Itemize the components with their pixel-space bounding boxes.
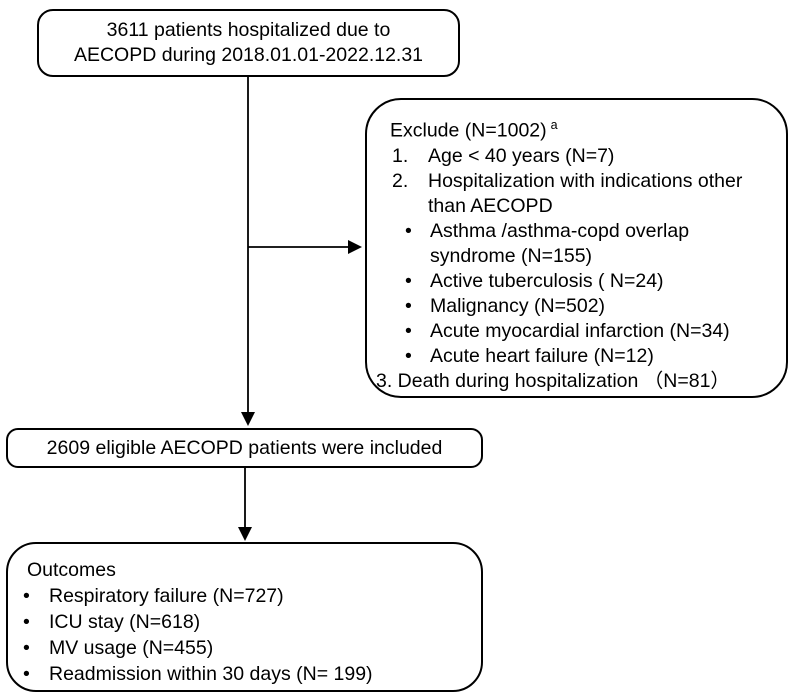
- footnote-marker: a: [550, 118, 558, 132]
- bullet-icon: •: [405, 344, 412, 367]
- box-hospitalized-patients: 3611 patients hospitalized due to AECOPD…: [37, 9, 460, 77]
- outcomes-bullet-item: • ICU stay (N=618): [23, 609, 471, 635]
- exclude-item-2: 2. Hospitalization with indications othe…: [392, 169, 778, 219]
- exclude-bullet-item: • Acute myocardial infarction (N=34): [405, 319, 778, 344]
- exclude-bullet-5-text: Acute heart failure (N=12): [430, 344, 654, 367]
- exclude-bullet-1-text: Asthma /asthma-copd overlap syndrome (N=…: [430, 219, 690, 267]
- exclude-item-1: 1. Age < 40 years (N=7): [392, 144, 778, 169]
- exclude-item-3: 3. Death during hospitalization （N=81）: [376, 369, 730, 392]
- exclude-item-1-number: 1.: [392, 144, 409, 167]
- arrow-down-icon: [238, 527, 252, 541]
- outcomes-title: Outcomes: [27, 559, 116, 581]
- box-eligible-patients: 2609 eligible AECOPD patients were inclu…: [6, 428, 483, 468]
- box-exclude: Exclude (N=1002)a 1. Age < 40 years (N=7…: [365, 98, 788, 398]
- bullet-icon: •: [405, 319, 412, 342]
- bullet-icon: •: [405, 294, 412, 317]
- exclude-item-2-number: 2.: [392, 169, 409, 192]
- bullet-icon: •: [405, 219, 412, 242]
- outcomes-bullet-3-text: MV usage (N=455): [49, 637, 214, 659]
- outcomes-bullet-item: • Readmission within 30 days (N= 199): [23, 661, 471, 687]
- exclude-bullet-item: • Acute heart failure (N=12): [405, 344, 778, 369]
- exclude-bullet-3-text: Malignancy (N=502): [430, 294, 606, 317]
- hospitalized-line-2: AECOPD during 2018.01.01-2022.12.31: [73, 44, 424, 66]
- arrow-right-icon: [348, 240, 362, 254]
- hospitalized-line-1: 3611 patients hospitalized due to: [106, 19, 391, 41]
- exclude-title: Exclude (N=1002)a: [390, 113, 778, 144]
- exclude-item-2-text: Hospitalization with indications other t…: [428, 169, 743, 217]
- exclude-bullet-item: • Malignancy (N=502): [405, 294, 778, 319]
- exclude-bullet-item: • Active tuberculosis ( N=24): [405, 269, 778, 294]
- exclude-bullet-item: • Asthma /asthma-copd overlap syndrome (…: [405, 219, 778, 269]
- exclude-bullet-2-text: Active tuberculosis ( N=24): [430, 269, 664, 292]
- bullet-icon: •: [23, 663, 30, 685]
- outcomes-bullet-1-text: Respiratory failure (N=727): [49, 585, 284, 607]
- box-outcomes: Outcomes • Respiratory failure (N=727) •…: [6, 542, 483, 692]
- hospitalized-text: 3611 patients hospitalized due to AECOPD…: [74, 18, 423, 68]
- bullet-icon: •: [23, 611, 30, 633]
- outcomes-bullet-4-text: Readmission within 30 days (N= 199): [49, 663, 373, 685]
- outcomes-bullet-2-text: ICU stay (N=618): [49, 611, 201, 633]
- arrow-down-icon: [241, 412, 255, 426]
- bullet-icon: •: [23, 637, 30, 659]
- bullet-icon: •: [23, 585, 30, 607]
- eligible-text: 2609 eligible AECOPD patients were inclu…: [46, 436, 443, 459]
- outcomes-bullet-item: • Respiratory failure (N=727): [23, 583, 471, 609]
- exclude-item-1-text: Age < 40 years (N=7): [428, 144, 615, 167]
- exclude-title-text: Exclude (N=1002): [390, 119, 547, 142]
- exclude-bullet-4-text: Acute myocardial infarction (N=34): [430, 319, 730, 342]
- bullet-icon: •: [405, 269, 412, 292]
- outcomes-bullet-item: • MV usage (N=455): [23, 635, 471, 661]
